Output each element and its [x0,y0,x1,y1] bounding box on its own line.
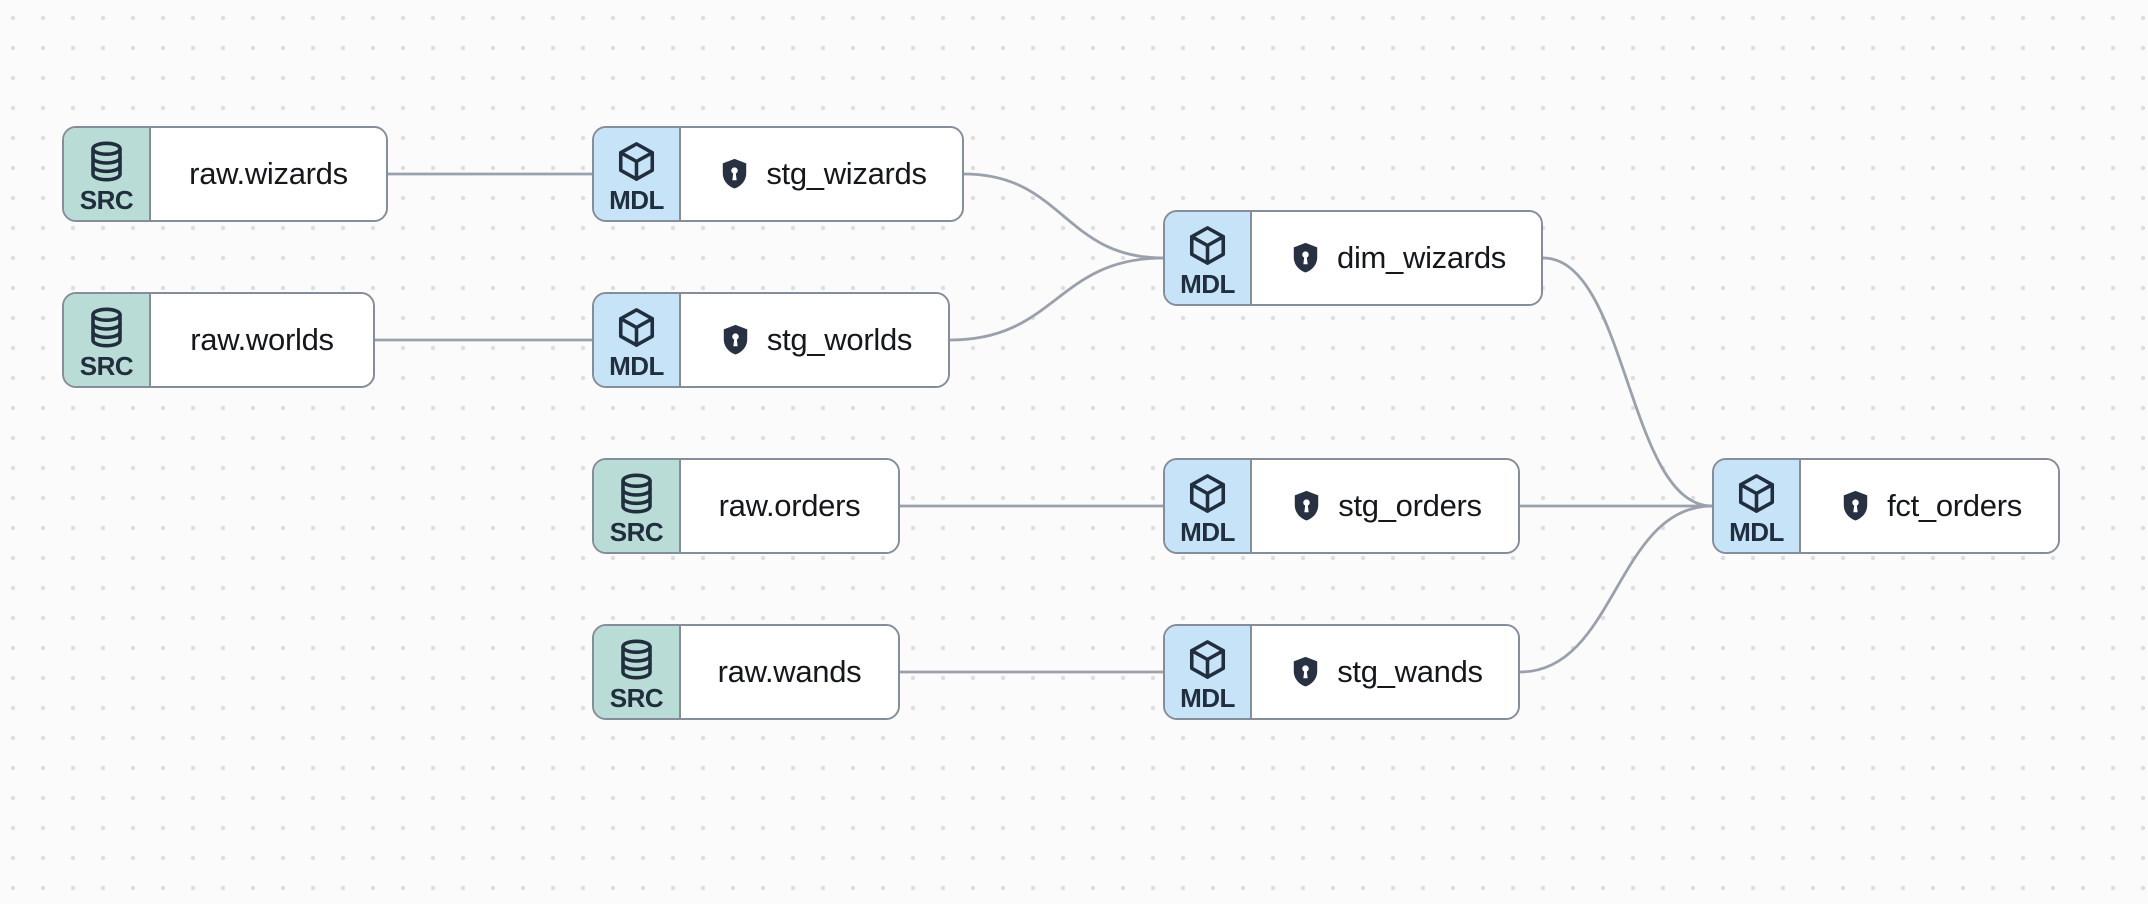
node-name-label: fct_orders [1887,488,2022,523]
shield-icon [1287,240,1324,277]
node-type-label: SRC [79,350,134,381]
node-type-label: MDL [1180,268,1235,299]
edge-dim_wizards-to-fct_orders [1542,256,1713,508]
node-name-label: stg_worlds [766,322,913,357]
node-name-label: raw.wizards [189,156,348,191]
node-type-label: MDL [1180,682,1235,713]
node-body: dim_wizards [1252,212,1541,304]
shield-icon [1287,654,1324,691]
node-type-badge: MDL [594,294,681,386]
node-type-badge: SRC [594,460,681,552]
cube-icon [614,305,659,350]
node-stg_wizards[interactable]: MDL stg_wizards [592,126,964,222]
node-type-label: MDL [1729,516,1784,547]
node-name-label: stg_wands [1337,654,1483,689]
node-type-badge: SRC [594,626,681,718]
edge-stg_worlds-to-dim_wizards [949,256,1164,342]
shield-icon [717,322,754,359]
database-icon [614,637,659,682]
node-type-label: SRC [79,184,134,215]
node-stg_orders[interactable]: MDL stg_orders [1163,458,1520,554]
edge-stg_wizards-to-dim_wizards [963,172,1164,260]
node-name-label: raw.wands [717,654,862,689]
node-type-badge: MDL [594,128,681,220]
node-type-label: MDL [609,350,664,381]
cube-icon [614,139,659,184]
node-body: raw.wands [681,626,898,718]
node-raw-wands[interactable]: SRC raw.wands [592,624,900,720]
node-type-label: MDL [609,184,664,215]
node-body: stg_orders [1252,460,1518,552]
node-name-label: stg_orders [1338,488,1482,523]
node-type-badge: MDL [1714,460,1801,552]
node-body: raw.worlds [151,294,373,386]
node-type-badge: SRC [64,294,151,386]
database-icon [614,471,659,516]
node-body: stg_wizards [681,128,962,220]
node-type-badge: MDL [1165,460,1252,552]
shield-icon [716,156,753,193]
node-type-label: SRC [609,682,664,713]
node-raw-worlds[interactable]: SRC raw.worlds [62,292,375,388]
node-name-label: dim_wizards [1337,240,1506,275]
node-type-badge: MDL [1165,212,1252,304]
node-name-label: raw.worlds [190,322,334,357]
node-stg_worlds[interactable]: MDL stg_worlds [592,292,950,388]
node-type-label: MDL [1180,516,1235,547]
node-raw-wizards[interactable]: SRC raw.wizards [62,126,388,222]
node-name-label: raw.orders [718,488,861,523]
cube-icon [1185,471,1230,516]
shield-icon [1837,488,1874,525]
shield-icon [1288,488,1325,525]
node-fct_orders[interactable]: MDL fct_orders [1712,458,2060,554]
node-body: stg_wands [1252,626,1518,718]
node-type-label: SRC [609,516,664,547]
cube-icon [1185,637,1230,682]
cube-icon [1185,223,1230,268]
cube-icon [1734,471,1779,516]
node-raw-orders[interactable]: SRC raw.orders [592,458,900,554]
node-body: stg_worlds [681,294,948,386]
node-stg_wands[interactable]: MDL stg_wands [1163,624,1520,720]
node-dim_wizards[interactable]: MDL dim_wizards [1163,210,1543,306]
database-icon [84,139,129,184]
node-body: raw.orders [681,460,898,552]
node-type-badge: SRC [64,128,151,220]
database-icon [84,305,129,350]
node-type-badge: MDL [1165,626,1252,718]
edge-stg_wands-to-fct_orders [1519,504,1713,674]
node-body: raw.wizards [151,128,386,220]
node-name-label: stg_wizards [766,156,927,191]
node-body: fct_orders [1801,460,2058,552]
